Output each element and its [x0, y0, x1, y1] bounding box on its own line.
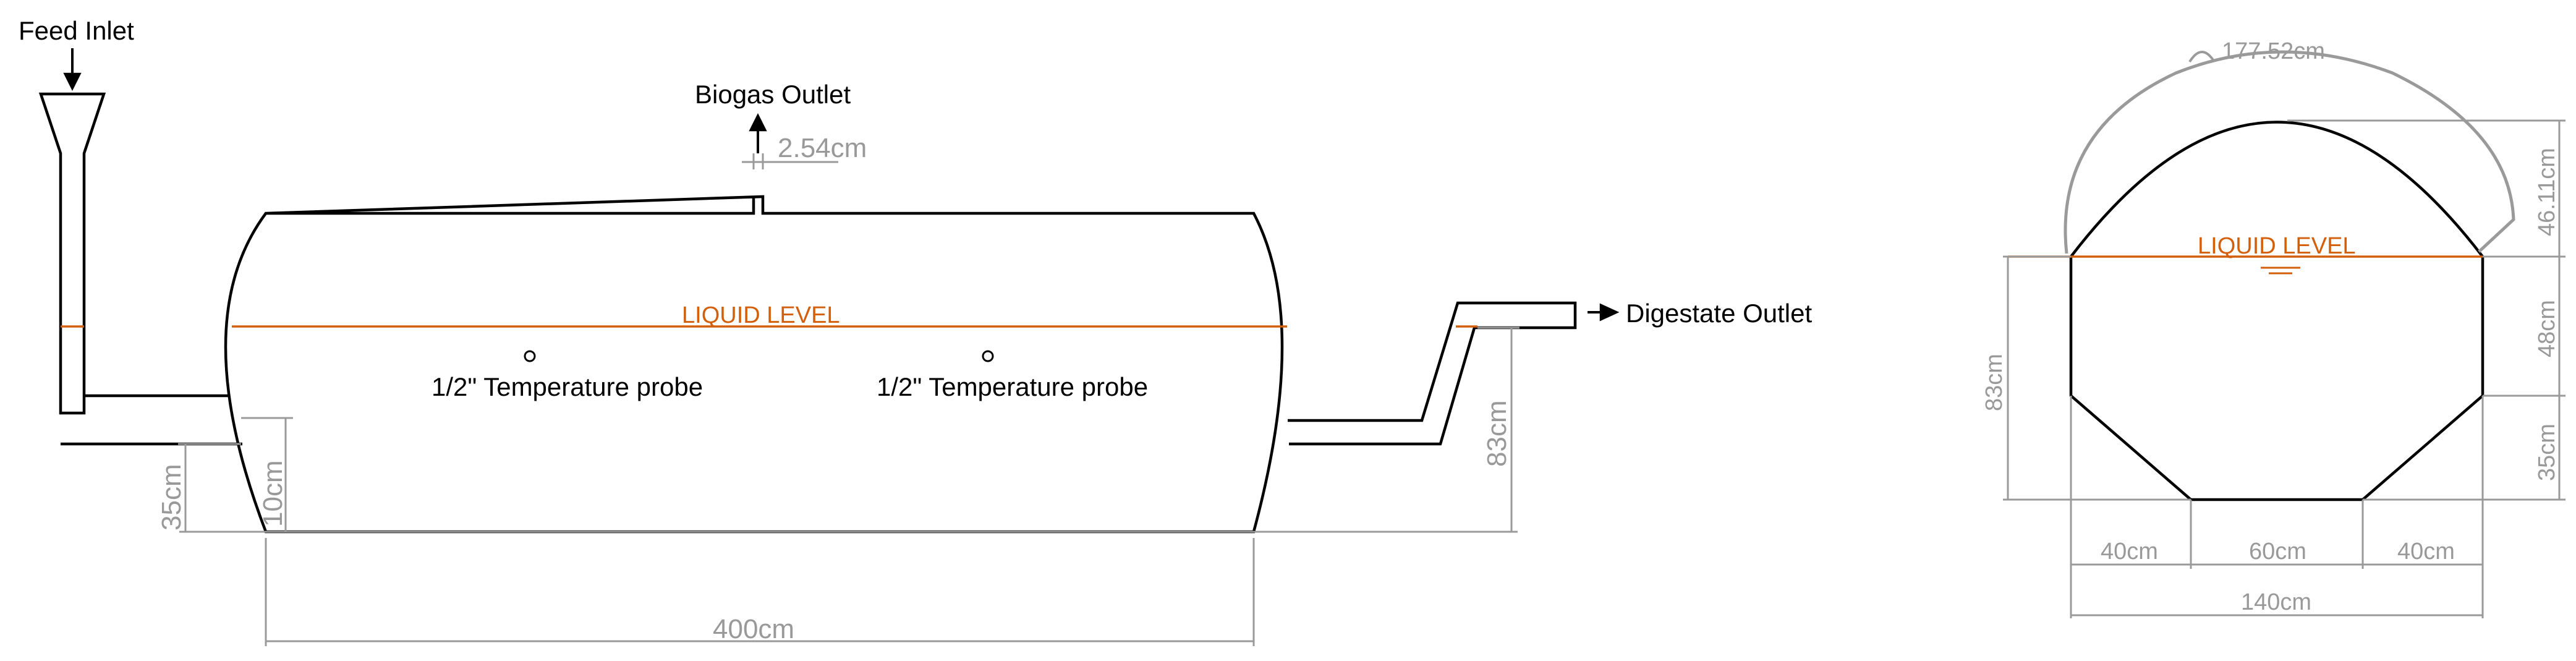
- cross-section-outline: [2069, 121, 2485, 501]
- temperature-probe-1-label: 1/2" Temperature probe: [431, 372, 703, 401]
- cross-section-view: LIQUID LEVEL 177.52cm 46.11cm 48cm 35cm …: [1981, 38, 2565, 618]
- inlet-height-dimension: [178, 443, 241, 532]
- arc-symbol-icon: [2188, 51, 2216, 63]
- biogas-pipe-dimension-label: 2.54cm: [778, 133, 867, 163]
- inlet-height-dimension-label: 35cm: [156, 464, 187, 531]
- inlet-offset-dimension-label: 10cm: [258, 460, 288, 527]
- digestate-outlet-pipe: [1288, 301, 1577, 446]
- outlet-height-dimension: [1477, 326, 1520, 532]
- temperature-probe-2-label: 1/2" Temperature probe: [877, 372, 1148, 401]
- arc-length-dimension-label: 177.52cm: [2222, 38, 2325, 64]
- dome-height-dimension-label: 46.11cm: [2534, 148, 2560, 236]
- length-dimension: [265, 538, 1255, 646]
- section-liquid-level-label: LIQUID LEVEL: [2198, 233, 2356, 259]
- outlet-height-dimension-label: 83cm: [1482, 400, 1512, 467]
- biogas-pipe-dimension: [742, 153, 838, 169]
- upper-wall-dimension-label: 48cm: [2534, 300, 2560, 357]
- temperature-probe-1-icon: [524, 350, 536, 362]
- digestate-outlet-label: Digestate Outlet: [1626, 299, 1812, 328]
- temperature-probe-2-icon: [982, 350, 994, 362]
- feed-inlet-funnel: [38, 92, 106, 415]
- feed-inlet-label: Feed Inlet: [19, 16, 134, 45]
- side-liquid-level-label: LIQUID LEVEL: [682, 302, 840, 328]
- tank-body: [224, 195, 1284, 534]
- chamfer-left-dimension-label: 40cm: [2101, 539, 2158, 565]
- digestate-arrow-icon: [1599, 303, 1620, 322]
- inlet-offset-dimension: [241, 417, 293, 532]
- total-width-dimension-label: 140cm: [2241, 589, 2311, 615]
- liquid-depth-dimension-label: 83cm: [1981, 354, 2007, 411]
- right-extension-lines: [2287, 119, 2565, 501]
- bottom-dimensions: [2070, 396, 2484, 618]
- feed-inlet-pipe: [61, 394, 242, 446]
- base-width-dimension-label: 60cm: [2249, 539, 2306, 565]
- side-view: Feed Inlet Biogas Outlet 2.54cm Digestat…: [19, 16, 1812, 646]
- left-dimension: [2003, 255, 2191, 501]
- lower-wall-dimension-label: 35cm: [2534, 424, 2560, 481]
- biogas-outlet-label: Biogas Outlet: [695, 80, 851, 109]
- length-dimension-label: 400cm: [713, 614, 794, 644]
- water-level-icon: [2261, 267, 2300, 275]
- arc-length-dimension: [2064, 50, 2515, 254]
- feed-inlet-arrow-icon: [63, 72, 82, 92]
- chamfer-right-dimension-label: 40cm: [2397, 539, 2455, 565]
- biogas-arrow-icon: [749, 113, 767, 132]
